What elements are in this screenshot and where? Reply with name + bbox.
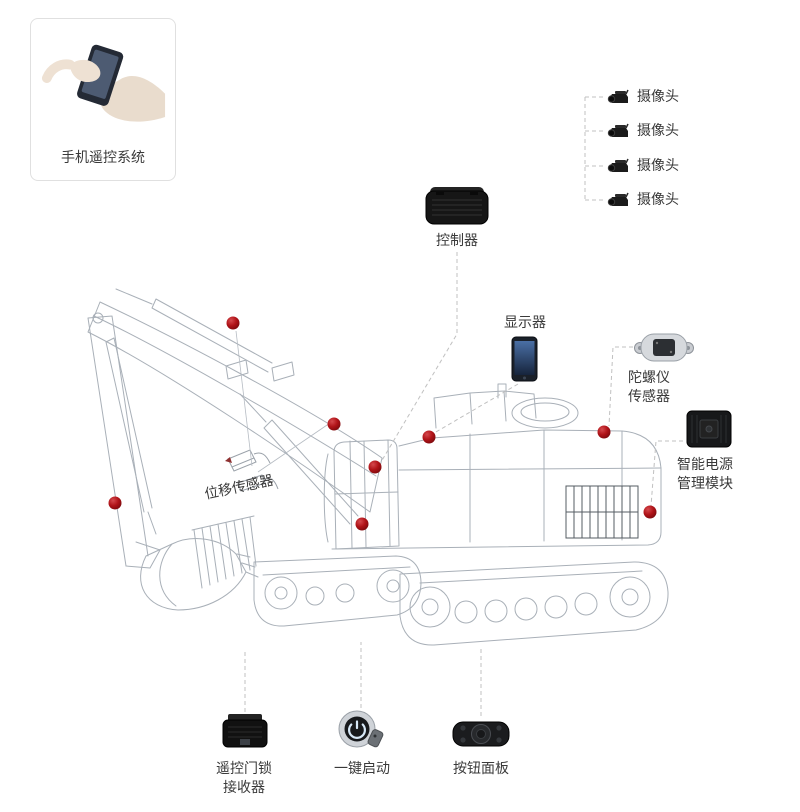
sensor-point-dot	[108, 496, 122, 510]
one-key-start-label: 一键启动	[334, 761, 390, 777]
displacement-sensor-sketch	[225, 449, 279, 492]
door-lock-label-line1: 遥控门锁	[216, 761, 272, 777]
gyro-sensor-label: 陀螺仪 传感器	[628, 369, 670, 407]
camera-item: 摄像头	[606, 191, 679, 210]
phone-remote-card: 手机遥控系统	[30, 18, 176, 181]
camera-icon	[607, 89, 629, 103]
camera-icon	[607, 123, 629, 137]
phone-remote-label: 手机遥控系统	[61, 150, 145, 166]
power-module-icon	[686, 410, 732, 448]
sensor-point-dot	[643, 505, 657, 519]
camera-label: 摄像头	[637, 89, 679, 105]
leader-lines	[235, 330, 331, 473]
camera-label: 摄像头	[637, 192, 679, 208]
display-label: 显示器	[504, 315, 546, 331]
power-module-label-line2: 管理模块	[677, 476, 733, 492]
door-lock-label-line2: 接收器	[223, 780, 265, 796]
door-lock-receiver-label: 遥控门锁 接收器	[200, 760, 288, 798]
one-key-start-icon	[338, 710, 384, 748]
controller-label: 控制器	[436, 233, 478, 249]
display-icon	[511, 336, 538, 382]
gyro-sensor-icon	[634, 333, 694, 362]
power-module-label-line1: 智能电源	[677, 457, 733, 473]
sensor-points	[108, 316, 657, 531]
gyro-sensor-label-line2: 传感器	[628, 389, 670, 405]
sensor-point-dot	[355, 517, 369, 531]
sensor-point-dot	[597, 425, 611, 439]
camera-item: 摄像头	[606, 122, 679, 141]
sensor-point-dot	[327, 417, 341, 431]
door-lock-receiver-icon	[222, 714, 268, 748]
power-module-label: 智能电源 管理模块	[677, 456, 733, 494]
sensor-point-dot	[368, 460, 382, 474]
excavator-grille	[565, 485, 639, 539]
camera-item: 摄像头	[606, 157, 679, 176]
camera-label: 摄像头	[637, 123, 679, 139]
gyro-sensor-label-line1: 陀螺仪	[628, 370, 670, 386]
sensor-point-dot	[226, 316, 240, 330]
camera-icon	[607, 158, 629, 172]
camera-item: 摄像头	[606, 88, 679, 107]
controller-icon	[425, 187, 489, 225]
camera-icon	[607, 192, 629, 206]
button-panel-label: 按钮面板	[453, 761, 509, 777]
button-panel-icon	[452, 721, 510, 747]
camera-label: 摄像头	[637, 158, 679, 174]
hands-phone-image	[41, 44, 166, 122]
sensor-point-dot	[422, 430, 436, 444]
connector-lines	[244, 96, 683, 716]
